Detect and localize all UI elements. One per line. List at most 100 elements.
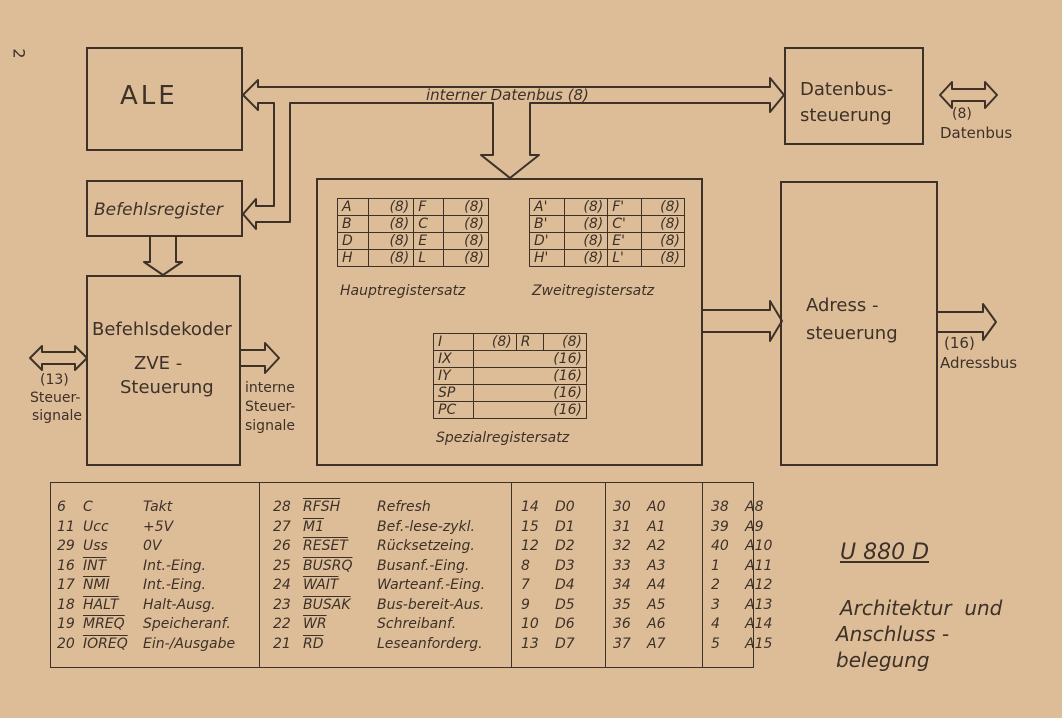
- haupt-register-row: H(8)L(8): [336, 249, 490, 267]
- reg-name: H': [528, 249, 566, 267]
- spezialregistersatz-label: Spezialregistersatz: [436, 430, 570, 446]
- datenbus-label: Datenbus: [940, 124, 1013, 142]
- zve-label-1: ZVE -: [134, 353, 183, 374]
- pin-signal: A4: [647, 577, 666, 593]
- pin-number: 14: [521, 499, 539, 515]
- pin-signal: A13: [745, 596, 773, 613]
- pin-signal: INT: [83, 557, 107, 574]
- datenbussteuerung-label-2: steuerung: [800, 105, 892, 126]
- pin-signal: WAIT: [303, 577, 339, 593]
- pin-number: 25: [273, 557, 291, 574]
- pin-description: Ein-/Ausgabe: [143, 635, 236, 652]
- datenbussteuerung-block: Datenbus- steuerung: [784, 47, 924, 145]
- reg-name: SP: [432, 384, 475, 402]
- pin-signal: A6: [647, 616, 666, 632]
- adressbus-width: (16): [944, 334, 975, 352]
- pin-number: 19: [57, 616, 75, 632]
- pin-number: 34: [613, 577, 631, 593]
- pin-description: Speicheranf.: [143, 616, 231, 632]
- pin-number: 5: [711, 635, 720, 652]
- spezialregistersatz-table: I (8) R (8) IX(16)IY(16)SP(16)PC(16): [432, 333, 587, 419]
- pin-signal: A12: [745, 577, 773, 593]
- reg-name: F: [413, 198, 444, 216]
- pin-col-divider-3: [511, 483, 606, 667]
- pin-number: 22: [273, 616, 291, 632]
- pin-number: 24: [273, 577, 291, 593]
- reg-name: H: [336, 249, 370, 267]
- reg-width: (8): [368, 198, 415, 216]
- haupt-register-row: B(8)C(8): [336, 215, 490, 233]
- zweit-register-row: A'(8)F'(8): [528, 198, 686, 216]
- reg-width: (8): [368, 232, 415, 250]
- pin-signal: A15: [745, 635, 773, 652]
- pin-signal: BUSAK: [303, 596, 351, 613]
- pin-number: 8: [521, 557, 530, 574]
- datenbus-arrow: [939, 81, 998, 109]
- pin-number: 11: [57, 518, 75, 535]
- reg-name: R: [515, 333, 545, 351]
- reg-name: B': [528, 215, 566, 233]
- reg-name: D: [336, 232, 370, 250]
- reg-name: C': [607, 215, 642, 233]
- pin-number: 12: [521, 538, 539, 554]
- pin-signal: Ucc: [83, 518, 109, 535]
- pin-number: 4: [711, 616, 720, 632]
- pin-signal: IOREQ: [83, 635, 128, 652]
- pin-number: 37: [613, 635, 631, 652]
- pin-number: 39: [711, 518, 729, 535]
- pin-number: 15: [521, 518, 539, 535]
- chip-title: U 880 D: [840, 540, 930, 565]
- pin-number: 6: [57, 499, 66, 515]
- pin-signal: D3: [555, 557, 575, 574]
- caption-line-2: Anschluss -: [836, 622, 950, 646]
- pin-description: +5V: [143, 518, 174, 535]
- steuersignale-label-1: Steuer-: [30, 390, 81, 406]
- pin-signal: WR: [303, 616, 327, 632]
- pin-signal: A2: [647, 538, 666, 554]
- reg-width: (8): [442, 198, 490, 216]
- pin-number: 40: [711, 538, 729, 554]
- pin-number: 26: [273, 538, 291, 554]
- reg-width: (8): [368, 249, 415, 267]
- pin-signal: Uss: [83, 538, 108, 554]
- caption-line-3: belegung: [836, 648, 930, 672]
- reg-name: A': [528, 198, 566, 216]
- interne-steuersignale-label-3: signale: [245, 418, 296, 434]
- pin-signal: C: [83, 499, 93, 515]
- spezial-register-row: SP(16): [432, 384, 587, 402]
- haupt-register-row: D(8)E(8): [336, 232, 490, 250]
- pin-description: Leseanforderg.: [377, 635, 483, 652]
- pin-signal: D7: [555, 635, 575, 652]
- pin-signal: A9: [745, 518, 764, 535]
- reg-name: L: [413, 249, 444, 267]
- reg-name: IX: [432, 350, 475, 368]
- pin-description: Halt-Ausg.: [143, 596, 216, 613]
- reg-width: (16): [473, 401, 587, 419]
- reg-name: A: [336, 198, 370, 216]
- spezial-register-row: IY(16): [432, 367, 587, 385]
- interner-datenbus-label: interner Datenbus (8): [426, 86, 589, 104]
- pin-number: 23: [273, 596, 291, 613]
- adressbus-arrow: [938, 303, 997, 341]
- datenbussteuerung-label-1: Datenbus-: [800, 79, 894, 100]
- pin-signal: A14: [745, 616, 773, 632]
- interne-steuersignale-label-2: Steuer-: [245, 399, 296, 415]
- befehlsdekoder-block: Befehlsdekoder ZVE - Steuerung: [86, 275, 241, 466]
- pin-number: 1: [711, 557, 720, 574]
- reg-width: (8): [543, 333, 587, 351]
- pin-number: 36: [613, 616, 631, 632]
- reg-width: (8): [442, 232, 490, 250]
- pin-description: Warteanf.-Eing.: [377, 577, 486, 593]
- pin-number: 20: [57, 635, 75, 652]
- pin-col-divider-4: [605, 483, 703, 667]
- steuer-width: (13): [40, 372, 69, 388]
- register-block: [316, 178, 703, 466]
- zve-label-2: Steuerung: [120, 377, 214, 398]
- zweit-register-row: H'(8)L'(8): [528, 249, 686, 267]
- register-to-adress-arrow: [703, 300, 783, 342]
- zweit-register-row: D'(8)E'(8): [528, 232, 686, 250]
- interner-datenbus-arrow: [242, 77, 785, 230]
- pin-signal: A8: [745, 499, 764, 515]
- befehlsregister-down-arrow: [143, 237, 183, 276]
